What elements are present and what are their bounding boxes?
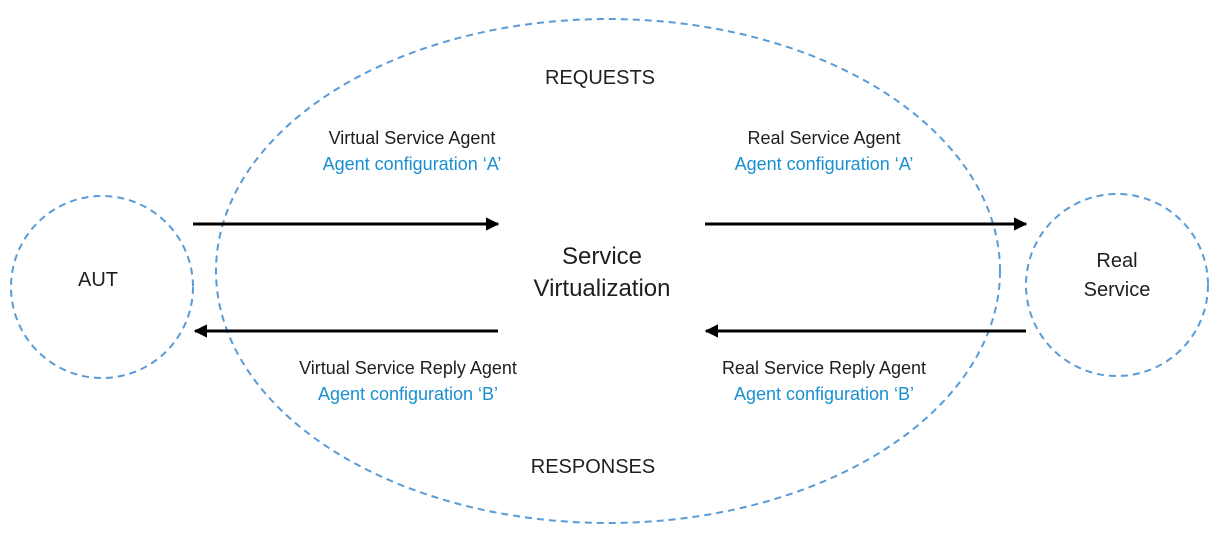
real-service-reply-agent-config: Agent configuration ‘B’: [734, 384, 914, 404]
real-service-circle: [1025, 193, 1209, 377]
real-service-label-line1: Real: [1096, 250, 1137, 272]
real-service-agent-config: Agent configuration ‘A’: [735, 154, 914, 174]
real-service-reply-agent-name: Real Service Reply Agent: [722, 358, 926, 378]
service-virtualization-line2: Virtualization: [534, 275, 671, 302]
virtual-service-agent-config: Agent configuration ‘A’: [323, 154, 502, 174]
virtual-service-reply-agent-name: Virtual Service Reply Agent: [299, 358, 517, 378]
virtualization-boundary-ellipse: [215, 18, 1001, 524]
aut-circle: [10, 195, 194, 379]
responses-label: RESPONSES: [531, 456, 655, 478]
service-virtualization-line1: Service: [562, 243, 642, 270]
requests-label: REQUESTS: [545, 67, 655, 89]
real-service-label-line2: Service: [1084, 279, 1151, 301]
aut-label: AUT: [78, 269, 118, 291]
virtual-service-reply-agent-config: Agent configuration ‘B’: [318, 384, 498, 404]
virtual-service-agent-name: Virtual Service Agent: [329, 128, 496, 148]
real-service-agent-name: Real Service Agent: [747, 128, 900, 148]
